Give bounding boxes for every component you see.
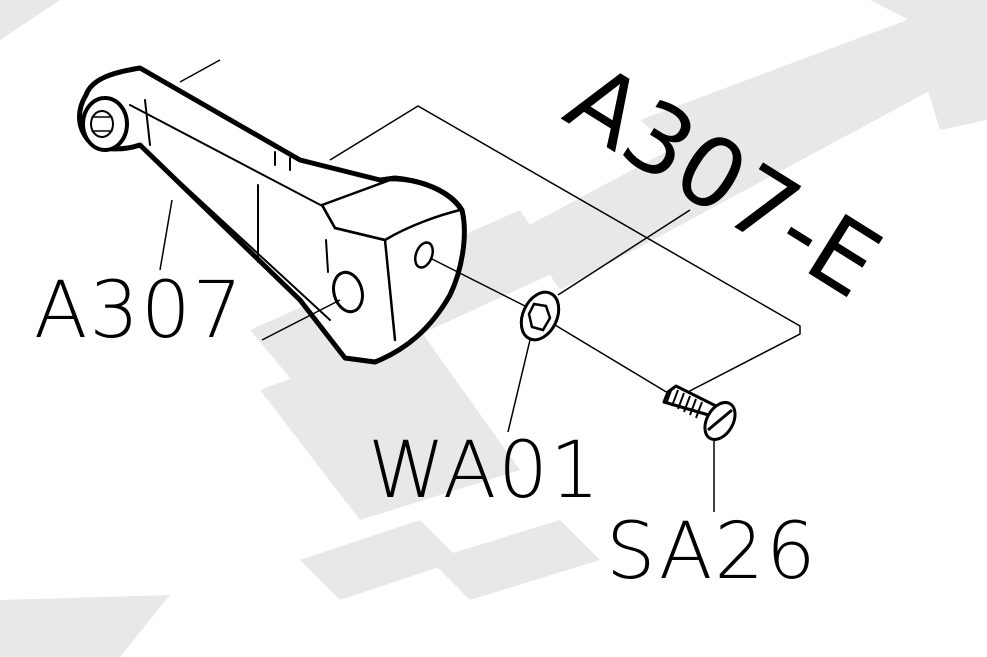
washer-part-WA01 — [519, 290, 561, 342]
leader-lines — [159, 59, 801, 512]
part-label-screw: SA26 — [606, 507, 818, 597]
part-label-washer: WA01 — [368, 426, 601, 516]
screw-part-SA26 — [662, 384, 737, 441]
arm-part-A307 — [77, 65, 467, 365]
part-label-arm: A307 — [34, 266, 244, 356]
